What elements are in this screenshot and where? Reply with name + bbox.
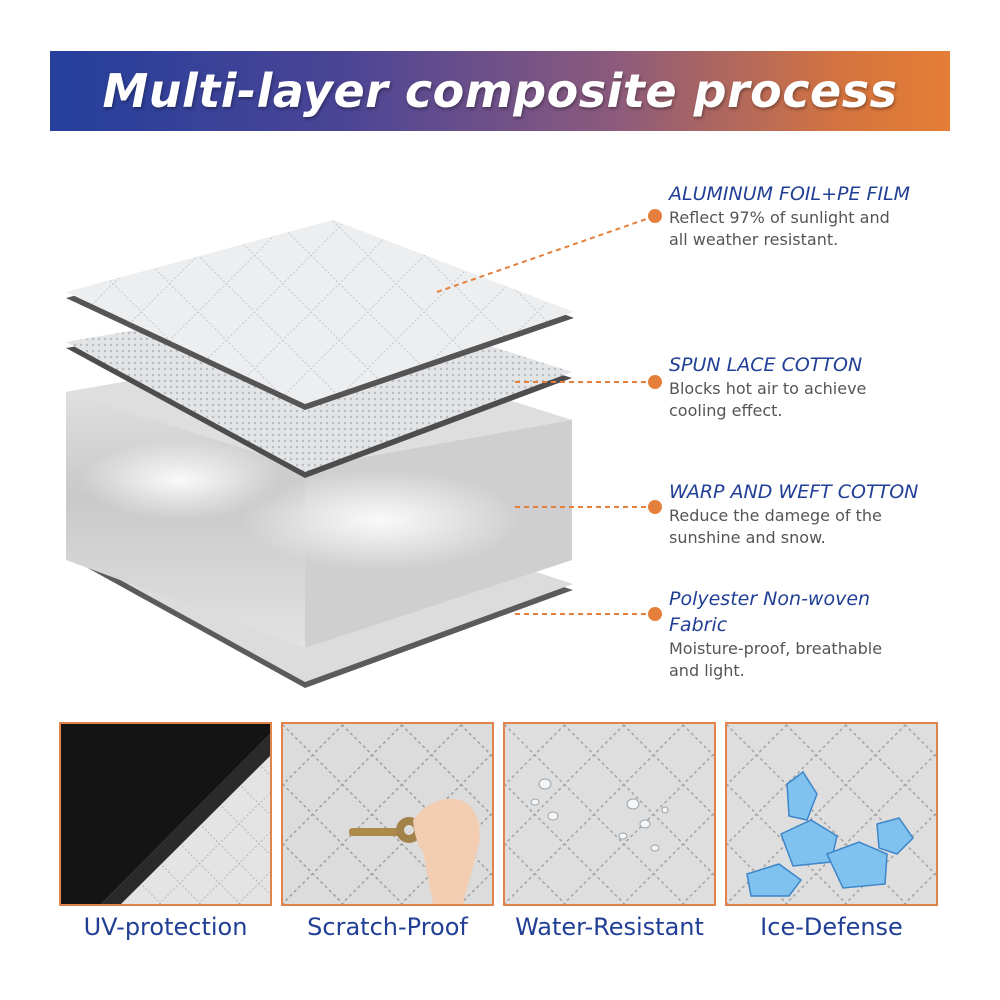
key-scratch-icon: [281, 722, 494, 906]
layer-description: Moisture-proof, breathable and light.: [669, 639, 883, 680]
layer-info-polyester: Polyester Non-woven Fabric Moisture-proo…: [669, 586, 969, 682]
layer-title: ALUMINUM FOIL+PE FILM: [669, 183, 911, 205]
leader-lines: [436, 215, 656, 615]
feature-label-scratch: Scratch-Proof: [307, 913, 468, 941]
layer-title: Polyester Non-woven Fabric: [669, 588, 871, 636]
layer-title: SPUN LACE COTTON: [669, 354, 863, 376]
leader-dot-4: [648, 607, 662, 621]
uv-fabric-sample-icon: [59, 722, 272, 906]
leader-dot-3: [648, 500, 662, 514]
layer-info-spun-lace: SPUN LACE COTTON Blocks hot air to achie…: [669, 352, 969, 422]
water-droplets-icon: [503, 722, 716, 906]
feature-label-uv: UV-protection: [83, 913, 248, 941]
layer-stack-illustration: [66, 215, 656, 688]
layer-title: WARP AND WEFT COTTON: [669, 481, 919, 503]
feature-label-water: Water-Resistant: [515, 913, 704, 941]
layer-description: Reflect 97% of sunlight and all weather …: [669, 208, 890, 249]
leader-dot-2: [648, 375, 662, 389]
aluminum-foil-layer: [66, 220, 574, 410]
ice-chunks-icon: [725, 722, 938, 906]
layer-description: Blocks hot air to achieve cooling effect…: [669, 379, 867, 420]
page-title: Multi-layer composite process: [102, 64, 898, 118]
layer-description: Reduce the damege of the sunshine and sn…: [669, 506, 882, 547]
feature-label-ice: Ice-Defense: [760, 913, 903, 941]
layer-info-aluminum: ALUMINUM FOIL+PE FILM Reflect 97% of sun…: [669, 181, 969, 251]
title-banner: Multi-layer composite process: [50, 51, 950, 131]
leader-dot-1: [648, 209, 662, 223]
layer-info-warp-weft: WARP AND WEFT COTTON Reduce the damege o…: [669, 479, 969, 549]
